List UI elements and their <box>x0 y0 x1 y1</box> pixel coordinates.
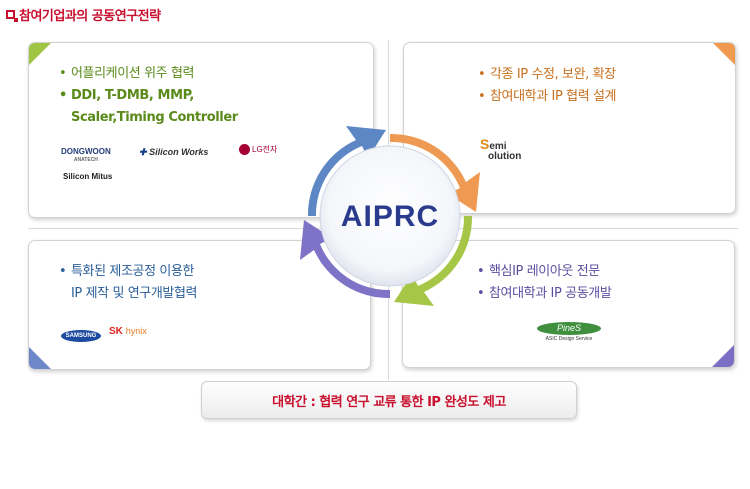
panel-foundry-partners: 특화된 제조공정 이용한 IP 제작 및 연구개발협력 SAMSUNG SK h… <box>28 240 371 370</box>
samsung-logo-text: SAMSUNG <box>65 333 97 339</box>
semisolution-bottom: olution <box>488 151 522 162</box>
samsung-logo: SAMSUNG <box>61 330 101 342</box>
bullet-item: 각종 IP 수정, 보완, 확장 <box>478 64 616 86</box>
bullet-item: 참여대학과 IP 협력 설계 <box>478 86 617 108</box>
bullet-item: 참여대학과 IP 공동개발 <box>477 283 612 305</box>
bullet-item: 어플리케이션 위주 협력 <box>59 63 238 85</box>
silicon-mitus-logo: Silicon Mitus <box>63 172 112 181</box>
collaboration-summary: 대학간 : 협력 연구 교류 통한 IP 완성도 제고 <box>201 381 577 419</box>
sk-logo-text: SK <box>109 326 123 337</box>
square-bullet-icon <box>6 9 18 22</box>
dongwoon-logo: DONGWOON ANATECH <box>61 147 111 165</box>
corner-accent-icon <box>29 43 51 65</box>
cycle-arrow-blue-icon <box>307 126 386 216</box>
semisolution-initial: S <box>480 136 490 152</box>
sk-hynix-logo: SK hynix <box>109 326 147 337</box>
pines-logo-subtext: ASIC Design Service <box>545 336 593 342</box>
bullet-list: 특화된 제조공정 이용한 IP 제작 및 연구개발협력 <box>59 261 198 305</box>
bullet-item-continuation: Scaler,Timing Controller <box>71 110 238 125</box>
hynix-logo-text: hynix <box>125 326 147 336</box>
semisolution-top: emi <box>489 141 507 152</box>
lg-circle-icon <box>239 144 250 155</box>
page-title-text: 참여기업과의 공동연구전략 <box>19 8 161 24</box>
corner-accent-icon <box>712 345 734 367</box>
pines-logo: PineS ASIC Design Service <box>537 322 601 342</box>
bullet-item: DDI, T-DMB, MMP, Scaler,Timing Controlle… <box>59 85 238 129</box>
bullet-item: 특화된 제조공정 이용한 IP 제작 및 연구개발협력 <box>59 261 198 305</box>
bullet-list: 어플리케이션 위주 협력 DDI, T-DMB, MMP, Scaler,Tim… <box>59 63 238 129</box>
aiprc-hub: AIPRC <box>300 126 480 306</box>
bullet-item-text: DDI, T-DMB, MMP, <box>71 88 194 103</box>
bullet-list: 핵심IP 레이아웃 전문 참여대학과 IP 공동개발 <box>477 261 612 305</box>
cycle-arrow-orange-icon <box>390 133 480 212</box>
lg-logo-text: LG전자 <box>252 145 278 154</box>
dongwoon-logo-subtext: ANATECH <box>73 157 98 163</box>
pines-logo-text: PineS <box>537 322 601 335</box>
cycle-arrow-green-icon <box>394 216 473 306</box>
dongwoon-logo-text: DONGWOON <box>61 147 111 156</box>
siliconworks-logo-text: Silicon Works <box>149 147 209 157</box>
siliconworks-logo: ✚ Silicon Works <box>139 147 208 158</box>
page-title: 참여기업과의 공동연구전략 <box>6 3 161 25</box>
bullet-list: 각종 IP 수정, 보완, 확장 참여대학과 IP 협력 설계 <box>478 64 617 108</box>
cycle-arrow-purple-icon <box>300 220 390 299</box>
cross-icon: ✚ <box>139 147 147 157</box>
corner-accent-icon <box>713 43 735 65</box>
collaboration-summary-text: 대학간 : 협력 연구 교류 통한 IP 완성도 제고 <box>272 394 506 410</box>
bullet-item: 핵심IP 레이아웃 전문 <box>477 261 611 283</box>
lg-logo: LG전자 <box>239 144 277 155</box>
panel-application-partners: 어플리케이션 위주 협력 DDI, T-DMB, MMP, Scaler,Tim… <box>28 42 374 218</box>
bullet-item-text: 특화된 제조공정 이용한 <box>71 264 195 279</box>
bullet-item-continuation: IP 제작 및 연구개발협력 <box>71 286 198 301</box>
hub-label: AIPRC <box>341 200 439 233</box>
silicon-mitus-logo-text: Silicon Mitus <box>63 172 113 181</box>
corner-accent-icon <box>29 347 51 369</box>
hub-circle <box>319 145 461 287</box>
semisolution-logo: Semi olution <box>480 136 522 162</box>
panel-ip-modification-partners: 각종 IP 수정, 보완, 확장 참여대학과 IP 협력 설계 Semi olu… <box>403 42 736 214</box>
